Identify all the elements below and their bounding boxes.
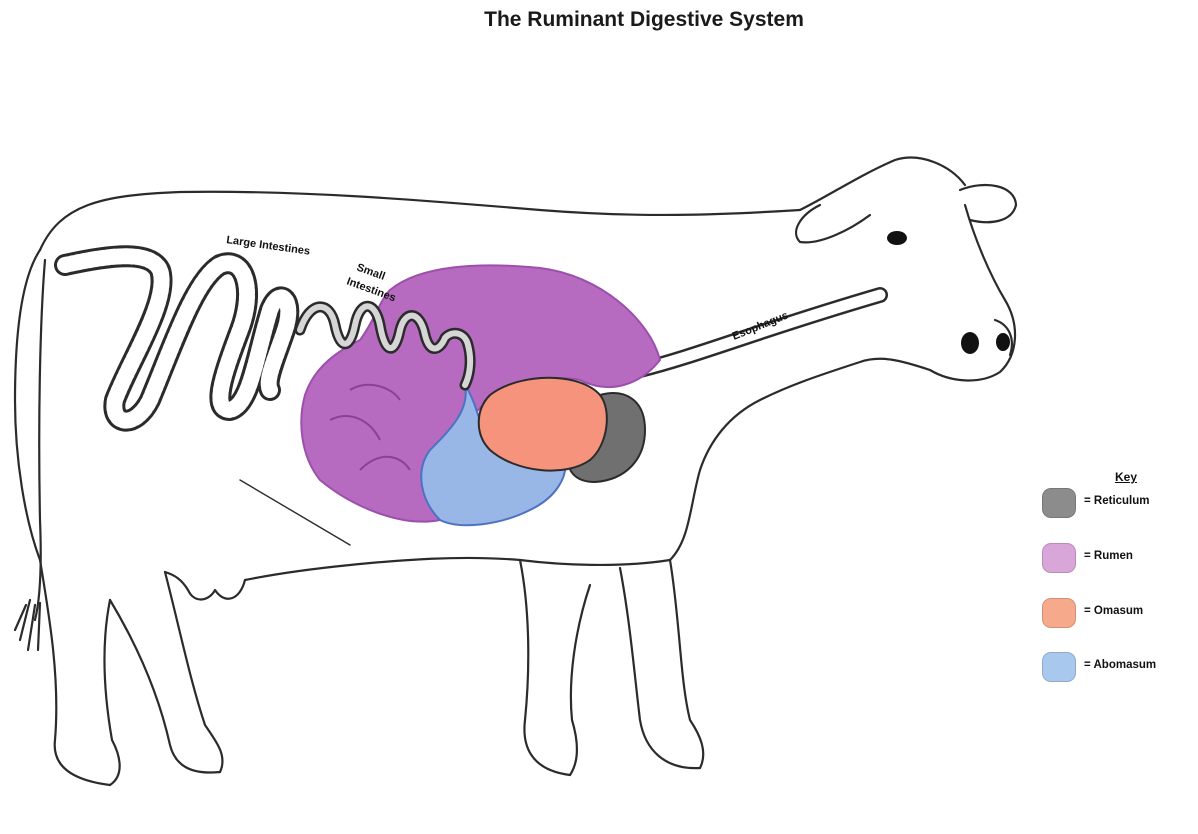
swatch-omasum: [1042, 598, 1076, 628]
key-label-abomasum: = Abomasum: [1084, 659, 1157, 671]
swatch-rumen: [1042, 543, 1076, 573]
page-title: The Ruminant Digestive System: [484, 8, 804, 31]
rumen-fold: [329, 383, 411, 471]
key-label-omasum: = Omasum: [1084, 605, 1144, 617]
cow-eye: [887, 231, 907, 245]
swatch-reticulum: [1042, 488, 1076, 518]
label-large-intestines: Large Intestines: [226, 234, 311, 258]
omasum: [477, 376, 608, 472]
key-label-rumen: = Rumen: [1084, 550, 1133, 562]
small-intestines-inner: [297, 303, 474, 388]
cow-outline: [13, 156, 1018, 787]
swatch-abomasum: [1042, 652, 1076, 682]
cow-nostril: [961, 332, 979, 354]
label-small-intestines-2: Intestines: [345, 276, 397, 305]
key-item-reticulum: = Reticulum: [1042, 488, 1182, 518]
esophagus-inner: [634, 289, 886, 376]
cow-nostril: [996, 333, 1010, 351]
key-label-reticulum: = Reticulum: [1084, 495, 1150, 507]
large-intestines-inner: [57, 248, 297, 429]
key-item-abomasum: = Abomasum: [1042, 652, 1182, 682]
key-item-omasum: = Omasum: [1042, 598, 1182, 628]
key-item-rumen: = Rumen: [1042, 543, 1182, 573]
key-title: Key: [1115, 470, 1138, 484]
